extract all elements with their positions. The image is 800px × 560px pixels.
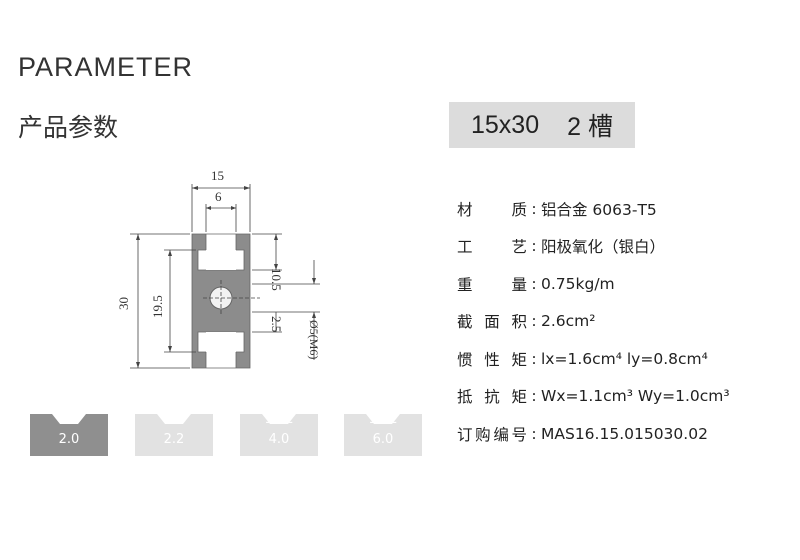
- model-slots: 2 槽: [567, 113, 613, 141]
- dim-slot: 6: [215, 189, 222, 204]
- svg-text:2.0: 2.0: [59, 432, 80, 447]
- model-badge: 15x30 2 槽: [449, 102, 635, 148]
- param-weight: 重量:0.75kg/m: [457, 274, 615, 294]
- svg-text:10.2: 10.2: [369, 412, 398, 427]
- variant-shape[interactable]: [135, 414, 213, 456]
- svg-text:2.2: 2.2: [164, 432, 185, 447]
- variant-1[interactable]: 6.2 2.0: [30, 412, 108, 456]
- param-section-area: 截面积:2.6cm²: [457, 312, 596, 332]
- profile-drawing: 15 6 30 19.5 10.5 2.5 Ø5(M6): [116, 168, 321, 369]
- dim-upper: 10.5: [269, 268, 284, 291]
- svg-text:6.2: 6.2: [59, 412, 80, 427]
- param-process: 工艺:阳极氧化（银白）: [457, 237, 666, 257]
- svg-text:4.0: 4.0: [269, 432, 290, 447]
- variant-4[interactable]: 10.2 6.0: [344, 412, 422, 456]
- variant-2[interactable]: 8.2 2.2: [135, 412, 213, 456]
- model-size: 15x30: [471, 110, 540, 139]
- svg-text:8.2: 8.2: [164, 412, 185, 427]
- parameter-list: 材质:铝合金 6063-T5 工艺:阳极氧化（银白） 重量:0.75kg/m 截…: [457, 190, 730, 453]
- param-inertia: 惯性矩:lx=1.6cm⁴ ly=0.8cm⁴: [457, 349, 708, 369]
- dim-height: 30: [116, 297, 131, 310]
- dim-width: 15: [211, 168, 224, 183]
- variant-shape[interactable]: [30, 414, 108, 456]
- dim-hole: Ø5(M6): [307, 320, 321, 359]
- param-order-number: 订购编号:MAS16.15.015030.02: [457, 424, 708, 444]
- dim-lower: 2.5: [269, 316, 284, 332]
- variant-shape[interactable]: [240, 414, 318, 456]
- page-title-en: PARAMETER: [18, 52, 194, 82]
- variant-3[interactable]: 10.2 4.0: [240, 412, 318, 456]
- param-resistance: 抵抗矩:Wx=1.1cm³ Wy=1.0cm³: [457, 387, 730, 407]
- svg-text:6.0: 6.0: [373, 432, 394, 447]
- variant-shape[interactable]: [344, 414, 422, 456]
- slot-variant-selector: 6.2 2.0 8.2 2.2 10.2 4.0 10.2 6.0: [30, 412, 422, 456]
- dim-inner: 19.5: [150, 295, 165, 318]
- svg-text:10.2: 10.2: [265, 412, 294, 427]
- page-title-cn: 产品参数: [18, 113, 119, 142]
- param-material: 材质:铝合金 6063-T5: [457, 199, 657, 219]
